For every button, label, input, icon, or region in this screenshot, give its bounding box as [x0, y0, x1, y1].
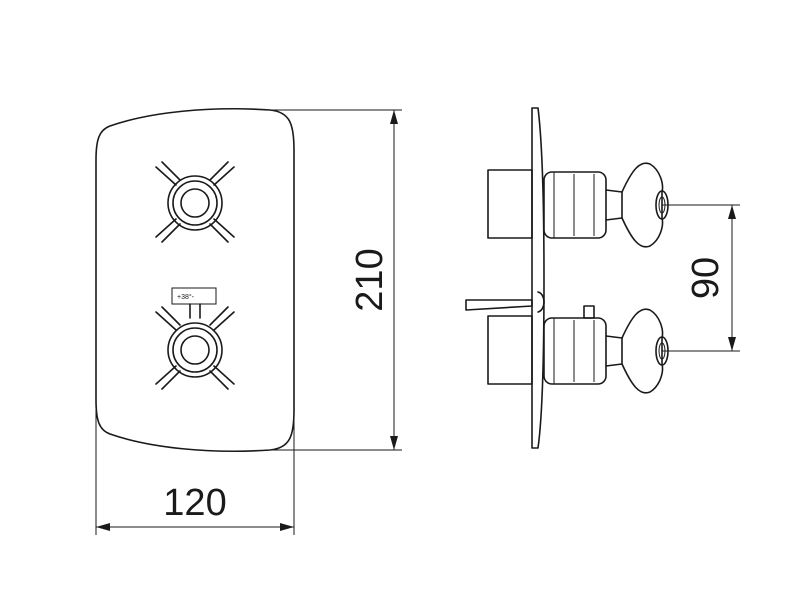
width-dimension: 120	[95, 400, 295, 535]
upper-cross-handle	[155, 161, 235, 243]
cover-plate	[95, 108, 295, 452]
lower-body	[487, 315, 533, 385]
upper-cartridge	[543, 162, 669, 248]
upper-body	[487, 169, 533, 239]
side-view	[465, 107, 669, 449]
spacing-dimension-label: 90	[685, 257, 727, 299]
lower-cartridge	[543, 305, 669, 394]
height-dimension: 210	[270, 109, 402, 451]
front-view: +38°-	[95, 108, 295, 452]
temperature-scale-label: +38°-	[177, 293, 195, 301]
height-dimension-label: 210	[349, 248, 391, 311]
width-dimension-label: 120	[163, 482, 226, 524]
side-cover-plate	[531, 107, 545, 449]
lower-cross-handle: +38°-	[155, 287, 235, 390]
spacing-dimension: 90	[662, 204, 740, 352]
temperature-scale-plate	[171, 287, 217, 305]
diverter-lever	[465, 291, 545, 313]
